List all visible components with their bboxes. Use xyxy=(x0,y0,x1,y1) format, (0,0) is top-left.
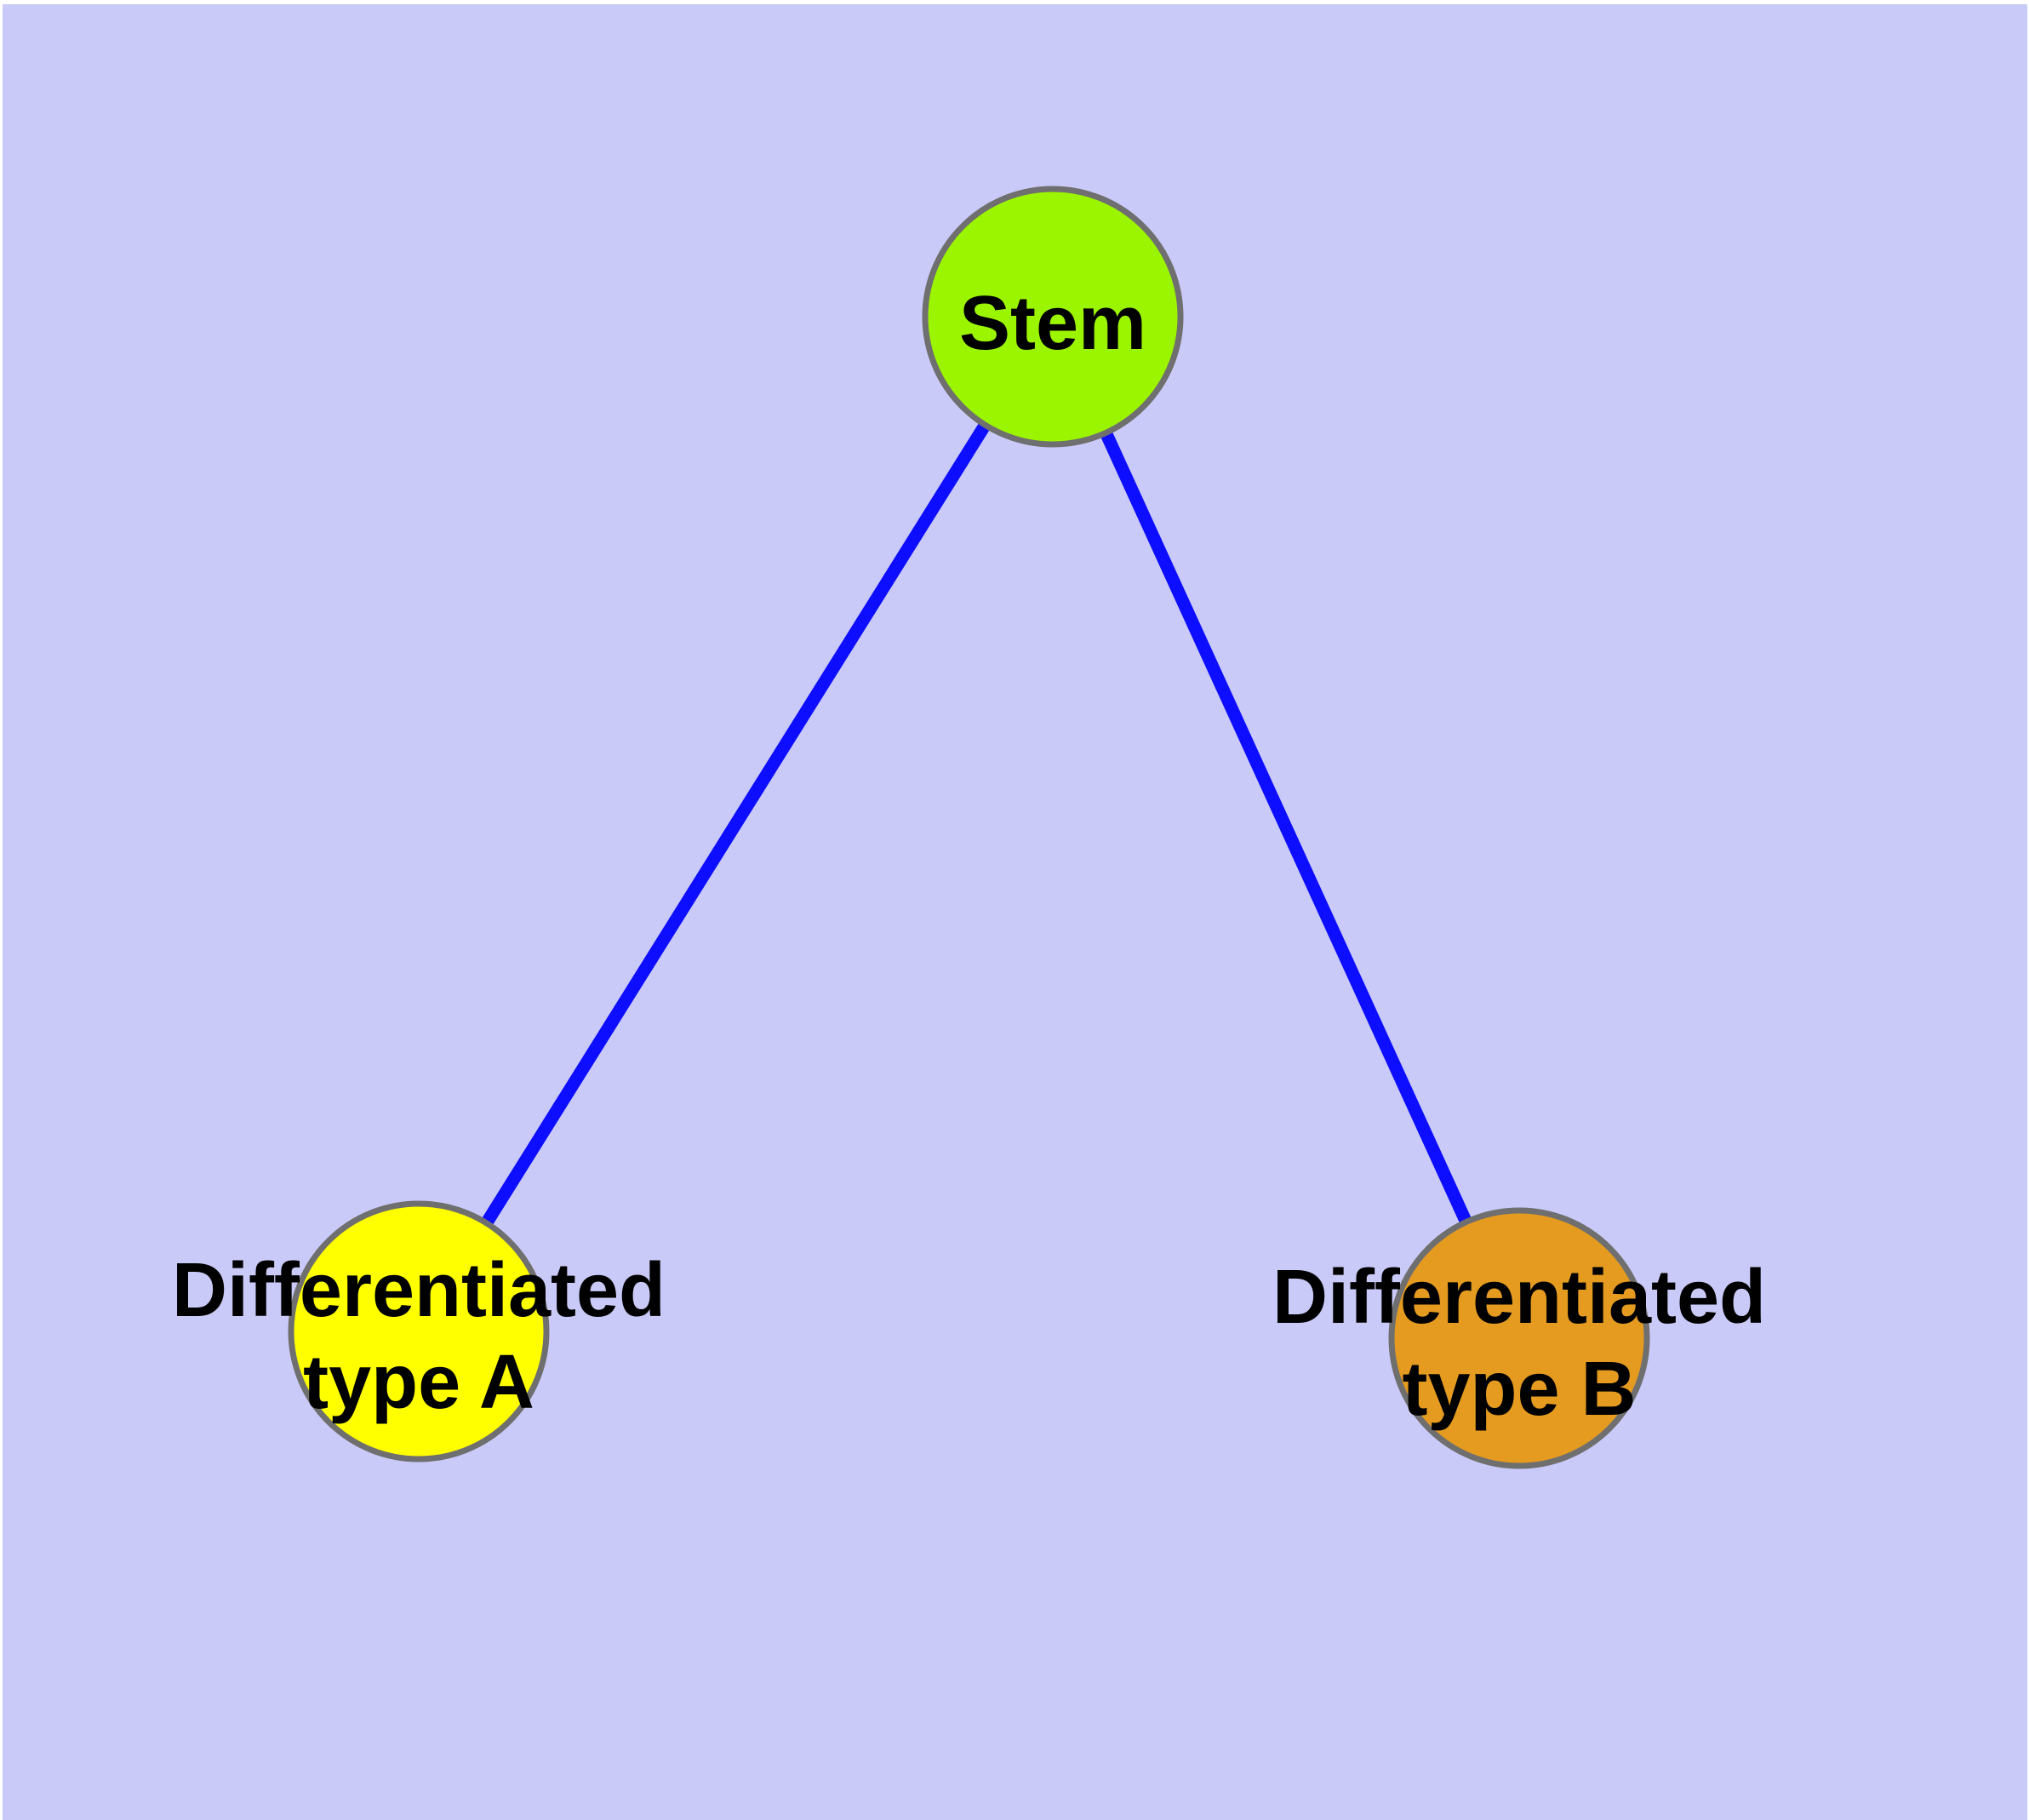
node-differentiated-type-b xyxy=(1388,1207,1650,1469)
node-differentiated-type-a xyxy=(288,1200,550,1462)
node-type-b-label-line2: type B xyxy=(1402,1347,1636,1432)
node-type-a-label-line2: type A xyxy=(303,1340,534,1425)
node-type-a-label-line1: Differentiated xyxy=(172,1248,666,1333)
edge-stem-to-type-a xyxy=(413,313,1059,1335)
node-stem xyxy=(922,186,1184,448)
node-type-b-label-line1: Differentiated xyxy=(1272,1255,1766,1340)
edge-stem-to-type-b xyxy=(1047,313,1525,1342)
node-stem-label: Stem xyxy=(959,281,1146,366)
